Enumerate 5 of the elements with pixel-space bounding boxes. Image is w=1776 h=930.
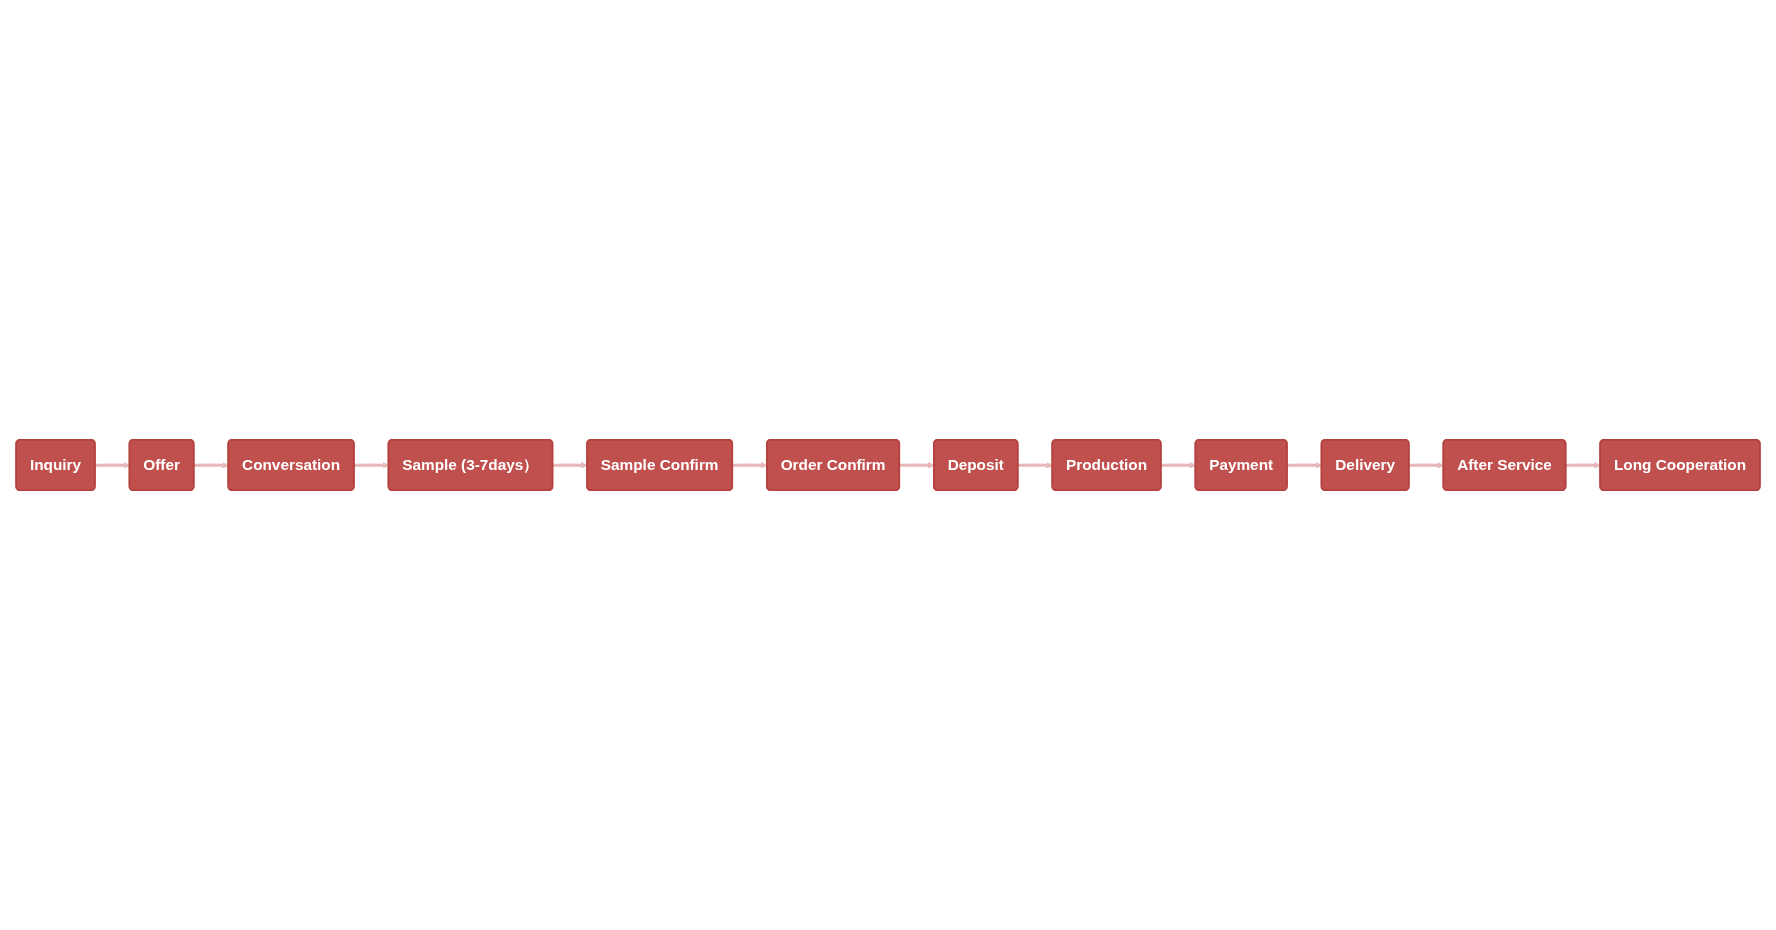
arrow [552, 461, 588, 469]
arrow [1409, 461, 1444, 469]
arrow [1565, 461, 1601, 469]
arrow [1018, 461, 1053, 469]
arrow [194, 461, 229, 469]
